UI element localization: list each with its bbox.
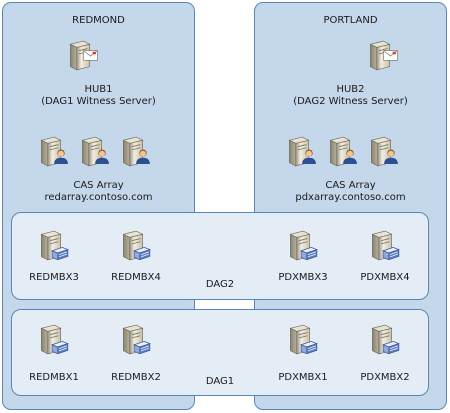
site-name-redmond: REDMOND	[72, 15, 125, 26]
pdxmbx2-mailbox-server-icon	[367, 322, 403, 358]
dag1-group: DAG1	[11, 309, 429, 396]
dag1-label: DAG1	[205, 376, 235, 387]
pdxmbx4-mailbox-server-icon	[367, 228, 403, 264]
pdxmbx1-mailbox-server-icon	[285, 322, 321, 358]
redmond-cas-label: CAS Array redarray.contoso.com	[2, 180, 195, 204]
redmond-cas-server-icon-2	[77, 134, 113, 170]
portland-cas-label: CAS Array pdxarray.contoso.com	[254, 180, 447, 204]
hub2-mail-server-icon	[365, 38, 401, 74]
redmbx4-label: REDMBX4	[111, 272, 161, 283]
redmond-cas-fqdn: redarray.contoso.com	[44, 192, 153, 203]
hub1-mail-server-icon	[65, 38, 101, 74]
pdxmbx3-mailbox-server-icon	[285, 228, 321, 264]
redmbx4-mailbox-server-icon	[118, 228, 154, 264]
redmond-cas-server-icon-3	[118, 134, 154, 170]
hub1-name: HUB1	[84, 84, 113, 95]
portland-cas-server-icon-2	[325, 134, 361, 170]
portland-cas-title: CAS Array	[325, 180, 376, 191]
hub2-label: HUB2 (DAG2 Witness Server)	[254, 84, 447, 108]
hub1-role: (DAG1 Witness Server)	[41, 96, 156, 107]
dag2-label: DAG2	[205, 279, 235, 290]
redmond-cas-title: CAS Array	[73, 180, 124, 191]
pdxmbx1-label: PDXMBX1	[278, 372, 328, 383]
hub2-name: HUB2	[336, 84, 365, 95]
portland-cas-server-icon-3	[366, 134, 402, 170]
dag2-group: DAG2	[11, 212, 429, 300]
redmbx1-label: REDMBX1	[29, 372, 79, 383]
redmbx3-label: REDMBX3	[29, 272, 79, 283]
portland-cas-server-icon-1	[284, 134, 320, 170]
redmbx2-label: REDMBX2	[111, 372, 161, 383]
redmbx2-mailbox-server-icon	[118, 322, 154, 358]
pdxmbx3-label: PDXMBX3	[278, 272, 328, 283]
redmond-cas-server-icon-1	[36, 134, 72, 170]
redmbx3-mailbox-server-icon	[36, 228, 72, 264]
redmbx1-mailbox-server-icon	[36, 322, 72, 358]
pdxmbx2-label: PDXMBX2	[360, 372, 410, 383]
hub2-role: (DAG2 Witness Server)	[293, 96, 408, 107]
hub1-label: HUB1 (DAG1 Witness Server)	[2, 84, 195, 108]
site-name-portland: PORTLAND	[323, 15, 378, 26]
portland-cas-fqdn: pdxarray.contoso.com	[295, 192, 406, 203]
pdxmbx4-label: PDXMBX4	[360, 272, 410, 283]
